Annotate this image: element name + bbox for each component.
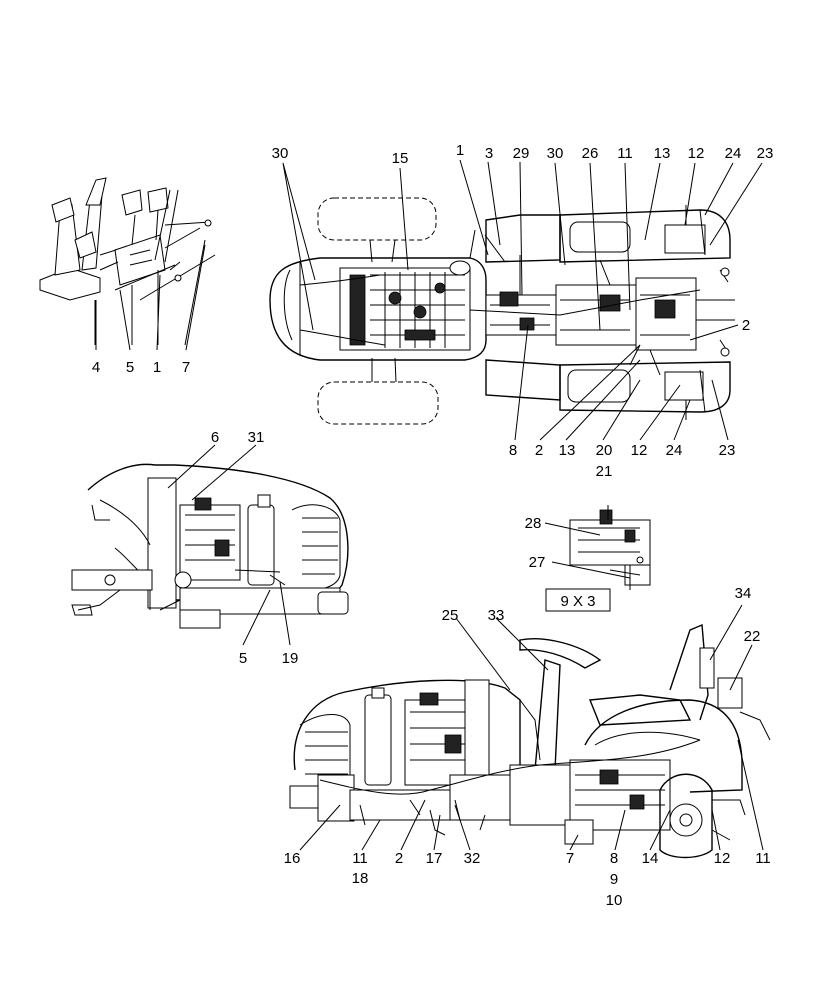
callout-label: 23 (719, 442, 736, 459)
callout-label: 24 (725, 145, 742, 162)
callout-label: 8 (610, 850, 618, 867)
callout-label: 18 (352, 870, 369, 887)
callout-label: 17 (426, 850, 443, 867)
callout-label: 11 (755, 850, 771, 867)
callout-label: 1 (153, 359, 161, 376)
callout-label: 2 (742, 317, 750, 334)
callout-label: 14 (642, 850, 659, 867)
callout-label: 2 (395, 850, 403, 867)
callout-label: 20 (596, 442, 613, 459)
callout-label: 26 (582, 145, 599, 162)
callout-label: 11 (617, 145, 633, 162)
callout-label: 1 (456, 142, 464, 159)
tractor-top-view-drawing (269, 197, 735, 425)
callout-label: 32 (464, 850, 481, 867)
inset-detail-drawing (569, 505, 651, 590)
callout-label: 2 (535, 442, 543, 459)
callout-label: 23 (757, 145, 774, 162)
callout-label: 13 (559, 442, 576, 459)
callout-label: 22 (744, 628, 761, 645)
callout-label: 15 (392, 150, 409, 167)
inset-box: 9 X 3 (545, 588, 611, 612)
callout-label: 6 (211, 429, 219, 446)
callout-label: 31 (248, 429, 265, 446)
callout-label: 5 (239, 650, 247, 667)
callout-label: 33 (488, 607, 505, 624)
callout-label: 7 (182, 359, 190, 376)
callout-label: 5 (126, 359, 134, 376)
callout-label: 16 (284, 850, 301, 867)
callout-label: 24 (666, 442, 683, 459)
inset-box-label: 9 X 3 (560, 593, 595, 610)
callout-label: 25 (442, 607, 459, 624)
callout-label: 12 (631, 442, 648, 459)
callout-labels: 4 5 1 7 30 15 1 3 29 30 26 11 13 12 24 2… (92, 142, 774, 909)
callout-label: 9 (610, 871, 618, 888)
callout-label: 34 (735, 585, 752, 602)
engine-side-view-drawing (71, 463, 349, 629)
callout-label: 12 (714, 850, 731, 867)
callout-label: 29 (513, 145, 530, 162)
callout-label: 8 (509, 442, 517, 459)
callout-label: 21 (596, 463, 613, 480)
callout-label: 13 (654, 145, 671, 162)
leader-lines (95, 159, 764, 851)
callout-label: 28 (525, 515, 542, 532)
callout-label: 3 (485, 145, 493, 162)
callout-label: 30 (272, 145, 289, 162)
callout-label: 11 (352, 850, 368, 867)
callout-label: 12 (688, 145, 705, 162)
pedal-assembly-drawing (39, 177, 216, 346)
callout-label: 27 (529, 554, 546, 571)
callout-label: 10 (606, 892, 623, 909)
callout-label: 19 (282, 650, 299, 667)
tractor-side-view-drawing (289, 623, 771, 859)
callout-label: 30 (547, 145, 564, 162)
callout-label: 7 (566, 850, 574, 867)
callout-label: 4 (92, 359, 100, 376)
